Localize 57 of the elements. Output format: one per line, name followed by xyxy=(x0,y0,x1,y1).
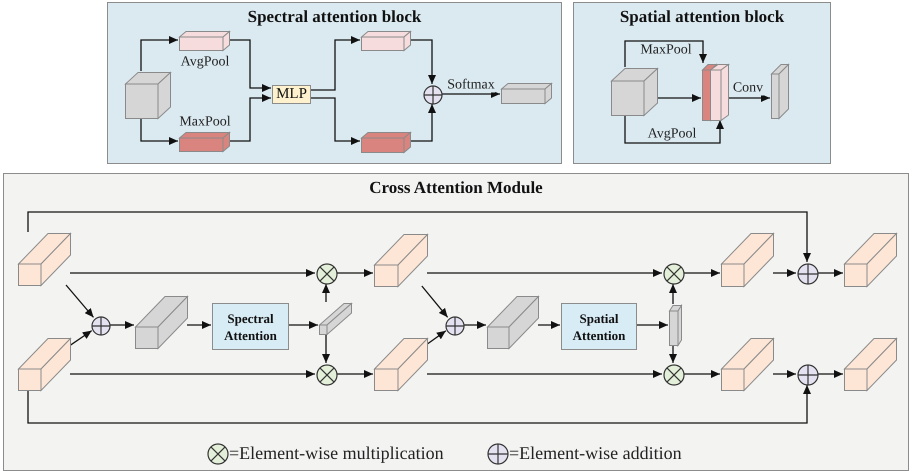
arrow xyxy=(442,90,500,98)
arrow xyxy=(70,269,315,277)
edge-label: Softmax xyxy=(446,78,496,92)
arrow xyxy=(337,370,373,378)
panel xyxy=(573,2,831,164)
arrow xyxy=(818,269,843,277)
module-box: Spatial Attention xyxy=(561,303,637,350)
arrow xyxy=(410,39,436,84)
arrow xyxy=(110,321,134,329)
module-box: Spectral Attention xyxy=(212,303,289,350)
process-box: MLP xyxy=(272,85,311,104)
arrow xyxy=(27,385,811,424)
arrow xyxy=(337,269,373,277)
arrow xyxy=(322,284,330,302)
arrow xyxy=(310,97,360,145)
arrow xyxy=(140,118,178,145)
arrow xyxy=(421,286,448,318)
arrow xyxy=(27,211,811,262)
legend-text: =Element-wise multiplication xyxy=(229,442,444,465)
arrow xyxy=(187,321,211,329)
arrow xyxy=(538,321,560,329)
arrow xyxy=(66,284,94,318)
arrow xyxy=(773,370,796,378)
arrow xyxy=(427,269,662,277)
arrow xyxy=(669,284,677,304)
block-label: AvgPool xyxy=(180,54,230,72)
arrow xyxy=(70,330,92,346)
panel-title: Cross Attention Module xyxy=(369,177,543,198)
arrow xyxy=(464,321,486,329)
panel-title: Spatial attention block xyxy=(620,6,784,28)
arrow xyxy=(229,39,271,92)
panel xyxy=(107,2,562,164)
arrow xyxy=(684,269,720,277)
arrow xyxy=(229,94,271,142)
arrow xyxy=(669,345,677,363)
panel-title: Spectral attention block xyxy=(248,6,422,28)
arrow xyxy=(657,94,701,102)
arrow xyxy=(636,321,668,329)
arrow xyxy=(426,330,446,345)
arrow xyxy=(410,104,436,142)
block-label: MaxPool xyxy=(179,114,231,132)
panel xyxy=(3,173,909,471)
arrow xyxy=(728,94,770,102)
arrow xyxy=(773,269,796,277)
arrow xyxy=(818,370,843,378)
arrow xyxy=(310,36,360,91)
arrow xyxy=(624,115,724,144)
arrow xyxy=(140,36,178,71)
arrow xyxy=(288,321,318,329)
arrow xyxy=(684,370,720,378)
edge-label: Conv xyxy=(732,80,764,96)
arrow xyxy=(624,40,707,67)
legend-text: =Element-wise addition xyxy=(509,442,682,465)
arrow xyxy=(70,370,315,378)
edge-label: AvgPool xyxy=(646,126,698,142)
arrow xyxy=(322,334,330,363)
arrow xyxy=(427,370,662,378)
